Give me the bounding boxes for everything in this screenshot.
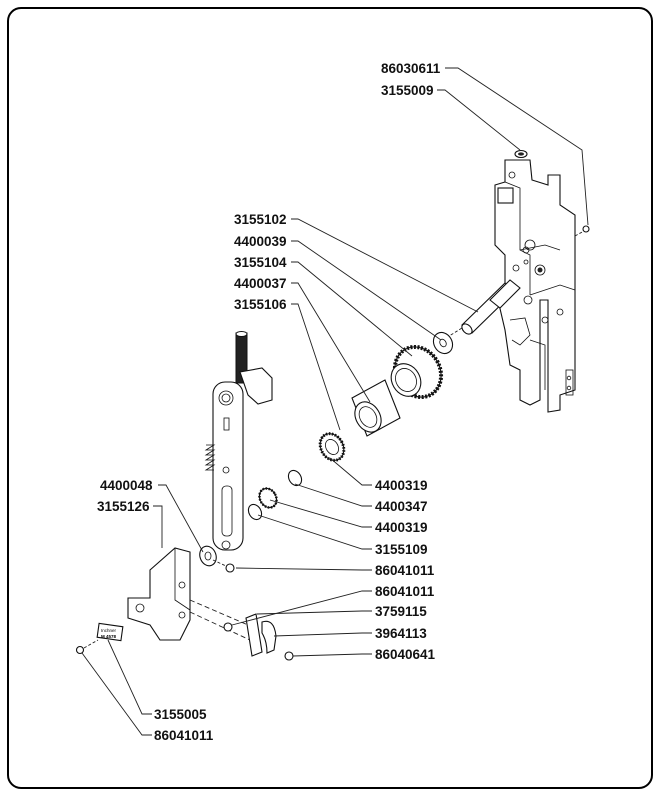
label-4400039: 4400039 [234, 234, 287, 249]
housing-assembly [494, 149, 590, 413]
label-86041011-a: 86041011 [375, 563, 435, 578]
label-3155104: 3155104 [234, 255, 287, 270]
washer [432, 331, 454, 355]
part-labels: 86030611 3155009 3155102 4400039 3155104… [97, 61, 441, 743]
nameplate-line-1: Inchner [101, 628, 117, 633]
label-86041011-c: 86041011 [154, 728, 214, 743]
label-86041011-b: 86041011 [375, 584, 435, 599]
label-4400319-a: 4400319 [375, 478, 428, 493]
plate-and-cover [245, 613, 277, 657]
leader-lines [81, 67, 589, 736]
bearings [247, 432, 346, 521]
washer-4400048 [199, 545, 217, 567]
nameplate-line-2: M 4578 [101, 634, 117, 639]
label-4400319-b: 4400319 [375, 520, 428, 535]
label-4400048: 4400048 [100, 478, 153, 493]
label-3155009: 3155009 [381, 83, 434, 98]
label-4400037: 4400037 [234, 276, 287, 291]
label-86030611: 86030611 [381, 61, 441, 76]
shaft [437, 279, 521, 344]
label-3155102: 3155102 [234, 212, 287, 227]
bracket [127, 547, 256, 641]
label-3155005: 3155005 [154, 707, 207, 722]
label-3155106: 3155106 [234, 297, 287, 312]
gear [390, 344, 444, 400]
diagram-frame [7, 7, 653, 789]
label-86040641: 86040641 [375, 647, 436, 662]
nameplate: Inchner M 4578 [96, 622, 124, 642]
sleeve [351, 379, 401, 437]
left-arm [204, 331, 273, 551]
label-3964113: 3964113 [375, 626, 427, 641]
label-4400347: 4400347 [375, 499, 428, 514]
label-3155109: 3155109 [375, 542, 428, 557]
label-3155126: 3155126 [97, 499, 150, 514]
screws [75, 559, 294, 661]
label-3759115: 3759115 [375, 604, 427, 619]
